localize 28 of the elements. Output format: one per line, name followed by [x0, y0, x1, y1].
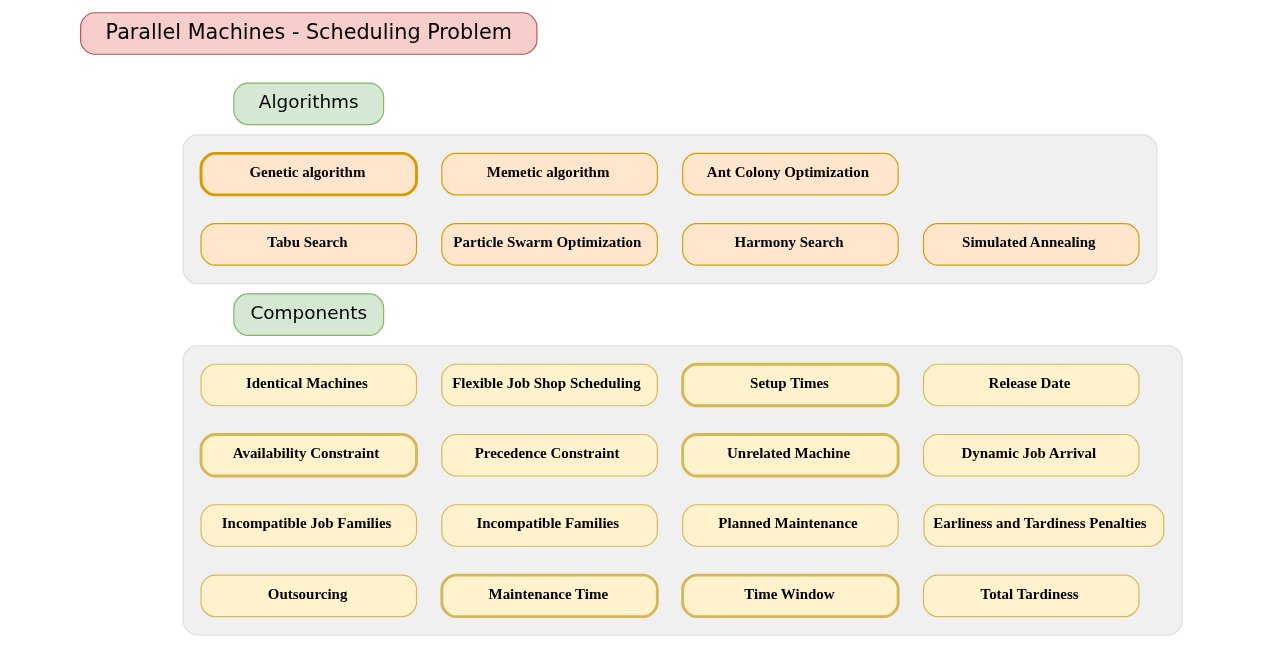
- node-box: Incompatible Job Families: [200, 504, 418, 547]
- node-box: Identical Machines: [200, 363, 418, 407]
- node-box: Planned Maintenance: [682, 504, 899, 547]
- node-box: Total Tardiness: [922, 574, 1140, 618]
- node-box: Outsourcing: [200, 574, 418, 618]
- node-box: Dynamic Job Arrival: [922, 433, 1140, 477]
- node-box: Setup Times: [681, 362, 900, 408]
- node-box: Harmony Search: [682, 223, 899, 266]
- cluster: [182, 134, 1158, 285]
- node-box: Maintenance Time: [440, 573, 659, 618]
- node-box: Components: [233, 293, 385, 336]
- node-box: Earliness and Tardiness Penalties: [923, 504, 1165, 547]
- node-box: Flexible Job Shop Scheduling: [441, 363, 658, 407]
- node-box: Incompatible Families: [441, 504, 658, 547]
- node-box: Ant Colony Optimization: [682, 152, 899, 196]
- cluster: [182, 345, 1183, 636]
- node-box: Availability Constraint: [199, 433, 418, 478]
- node-box: Tabu Search: [200, 223, 418, 266]
- node-box: Time Window: [681, 573, 900, 618]
- node-box: Algorithms: [233, 82, 385, 126]
- node-box: Precedence Constraint: [441, 433, 658, 477]
- node-box: Memetic algorithm: [441, 152, 658, 196]
- node-box: Unrelated Machine: [681, 433, 900, 478]
- node-box: Particle Swarm Optimization: [441, 223, 658, 266]
- node-box: Genetic algorithm: [199, 151, 418, 197]
- node-box: Parallel Machines - Scheduling Problem: [80, 12, 538, 55]
- node-box: Simulated Annealing: [922, 223, 1140, 266]
- node-box: Release Date: [922, 363, 1140, 407]
